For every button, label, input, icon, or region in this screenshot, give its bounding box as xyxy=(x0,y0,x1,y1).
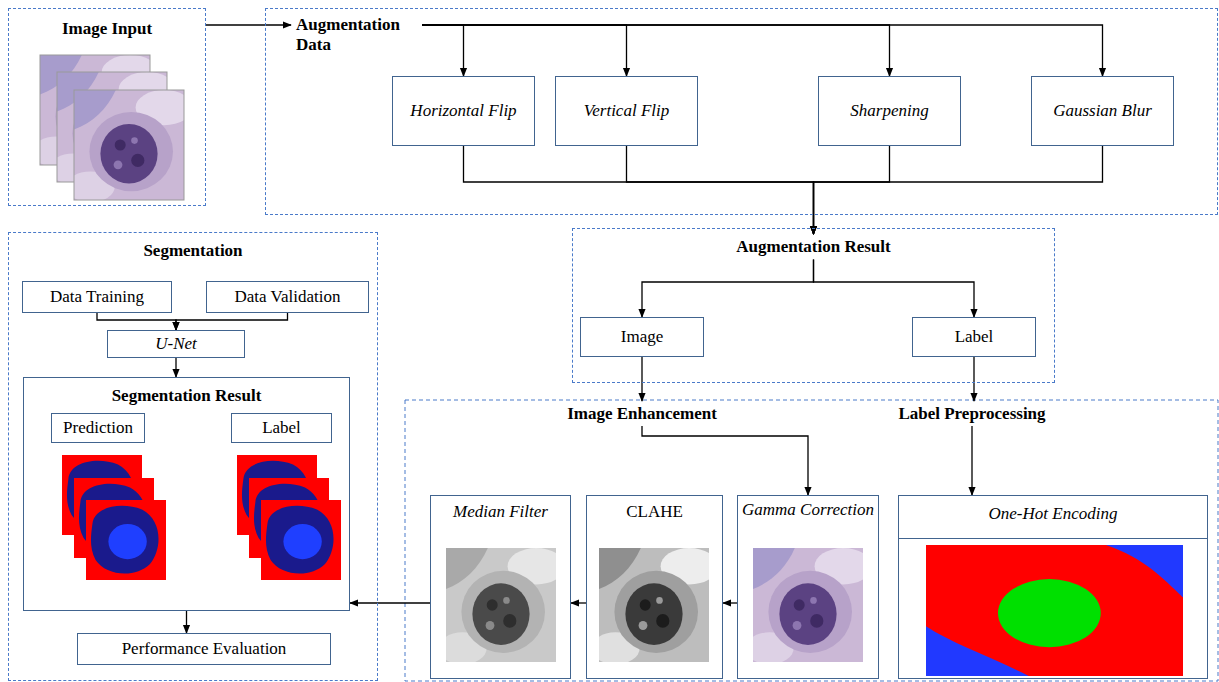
process-box: Label xyxy=(231,413,332,443)
connector-arrow xyxy=(464,146,814,234)
process-box: Data Validation xyxy=(206,281,369,313)
node-label: Gaussian Blur xyxy=(1053,101,1152,121)
connector-arrow xyxy=(814,146,1103,234)
image-panel: Median Filter xyxy=(430,495,571,679)
process-box: Performance Evaluation xyxy=(77,633,331,665)
process-box: Gaussian Blur xyxy=(1031,76,1174,146)
connector-arrow xyxy=(723,602,737,603)
connector-arrow xyxy=(814,260,975,318)
connector-arrow xyxy=(642,260,814,318)
node-label: CLAHE xyxy=(626,502,683,522)
node-label: Vertical Flip xyxy=(584,101,669,121)
dashed-group: SegmentationData Training Data Validation… xyxy=(8,232,378,681)
connector-arrow xyxy=(814,146,890,234)
node-label: Image Input xyxy=(62,19,152,39)
node-label: Prediction xyxy=(63,418,133,438)
connector-arrow xyxy=(350,602,430,603)
image-panel: Segmentation ResultPrediction Label xyxy=(23,377,350,611)
connector-arrow xyxy=(97,313,176,330)
node-label: Label xyxy=(955,327,994,347)
image-panel: CLAHE xyxy=(586,495,723,679)
connector-arrow xyxy=(627,146,814,234)
process-box: Vertical Flip xyxy=(555,76,698,146)
node-label: Segmentation xyxy=(143,241,242,261)
process-box: Sharpening xyxy=(818,76,961,146)
node-label: Augmentation Data xyxy=(296,15,416,54)
node-label: Horizontal Flip xyxy=(410,101,516,121)
node-label: U-Net xyxy=(155,334,197,354)
node-label: Data Training xyxy=(50,287,144,307)
node-label: Performance Evaluation xyxy=(122,639,287,659)
dashed-region xyxy=(405,400,1218,681)
dashed-group: Augmentation DataHorizontal Flip Vertical… xyxy=(265,8,1218,215)
node-label: Segmentation Result xyxy=(112,386,262,406)
section-heading: Image Enhancement xyxy=(552,401,732,426)
connector-arrow xyxy=(206,24,291,25)
dashed-group: Augmentation ResultImage Label xyxy=(572,228,1055,383)
node-label: Data Validation xyxy=(235,287,341,307)
connector-arrow xyxy=(422,25,1103,76)
process-box: U-Net xyxy=(107,330,245,358)
median-image xyxy=(438,548,565,664)
image-panel: Gamma Correction xyxy=(737,495,879,679)
header-divider xyxy=(899,538,1207,539)
connector-arrow xyxy=(176,313,288,330)
connector-arrow xyxy=(971,426,972,495)
node-label: Label xyxy=(262,418,301,438)
image-panel: One-Hot Encoding xyxy=(898,495,1208,679)
section-heading: Label Preprocessing xyxy=(882,401,1062,426)
cell-image xyxy=(66,90,193,202)
clahe-image xyxy=(591,548,718,664)
node-label: One-Hot Encoding xyxy=(989,504,1118,524)
node-label: Label Preprocessing xyxy=(898,404,1045,424)
connector-arrow xyxy=(422,25,890,76)
connector-arrow xyxy=(422,25,627,76)
connector-arrow xyxy=(186,611,187,633)
process-box: Data Training xyxy=(22,281,172,313)
mask-image xyxy=(86,500,166,580)
connector-arrow xyxy=(973,357,974,401)
connector-arrow xyxy=(422,25,464,76)
process-box: Label xyxy=(912,317,1036,357)
node-label: Median Filter xyxy=(453,502,548,522)
process-box: Image xyxy=(580,317,704,357)
connector-arrow xyxy=(641,357,642,401)
node-label: Augmentation Result xyxy=(736,237,890,257)
mask-image xyxy=(261,500,341,580)
node-label: Image Enhancement xyxy=(567,404,717,424)
process-box: Horizontal Flip xyxy=(392,76,535,146)
connector-arrow xyxy=(571,602,586,603)
node-label: Image xyxy=(621,327,663,347)
connector-arrow xyxy=(175,358,176,377)
image-frame xyxy=(74,90,184,200)
connector-arrow xyxy=(642,426,808,495)
node-label: Gamma Correction xyxy=(742,500,874,520)
process-box: Prediction xyxy=(51,413,145,443)
gamma-image xyxy=(745,548,872,664)
node-label: Sharpening xyxy=(850,101,928,121)
onehot-image xyxy=(926,545,1183,676)
dashed-group: Image Input xyxy=(8,8,206,206)
